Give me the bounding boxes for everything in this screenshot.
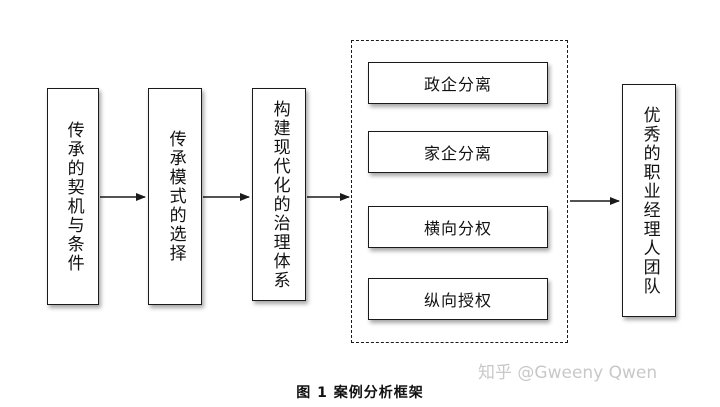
box-inheritance-conditions-label: 传承的契机与条件 [63, 120, 84, 273]
box-governance-system: 构建现代化的治理体系 [252, 88, 306, 301]
box-gov-enterprise-separation: 政企分离 [368, 62, 548, 104]
box-governance-system-label: 构建现代化的治理体系 [269, 99, 290, 290]
box-horizontal-decentralization-label: 横向分权 [423, 219, 492, 238]
box-gov-enterprise-separation-label: 政企分离 [423, 75, 492, 94]
box-professional-manager-team: 优秀的职业经理人团队 [622, 84, 676, 317]
dashed-governance-frame [351, 40, 568, 343]
figure-caption: 图 1 案例分析框架 [296, 385, 424, 401]
box-inheritance-mode-label: 传承模式的选择 [165, 130, 186, 263]
box-family-enterprise-separation: 家企分离 [368, 131, 548, 173]
box-vertical-authorization: 纵向授权 [368, 278, 548, 320]
box-inheritance-conditions: 传承的契机与条件 [47, 88, 99, 305]
box-horizontal-decentralization: 横向分权 [368, 206, 548, 248]
box-professional-manager-team-label: 优秀的职业经理人团队 [639, 105, 660, 296]
box-inheritance-mode: 传承模式的选择 [148, 88, 202, 305]
box-family-enterprise-separation-label: 家企分离 [423, 144, 492, 163]
watermark: 知乎 @Gweeny Qwen [478, 363, 658, 383]
box-vertical-authorization-label: 纵向授权 [423, 291, 492, 310]
